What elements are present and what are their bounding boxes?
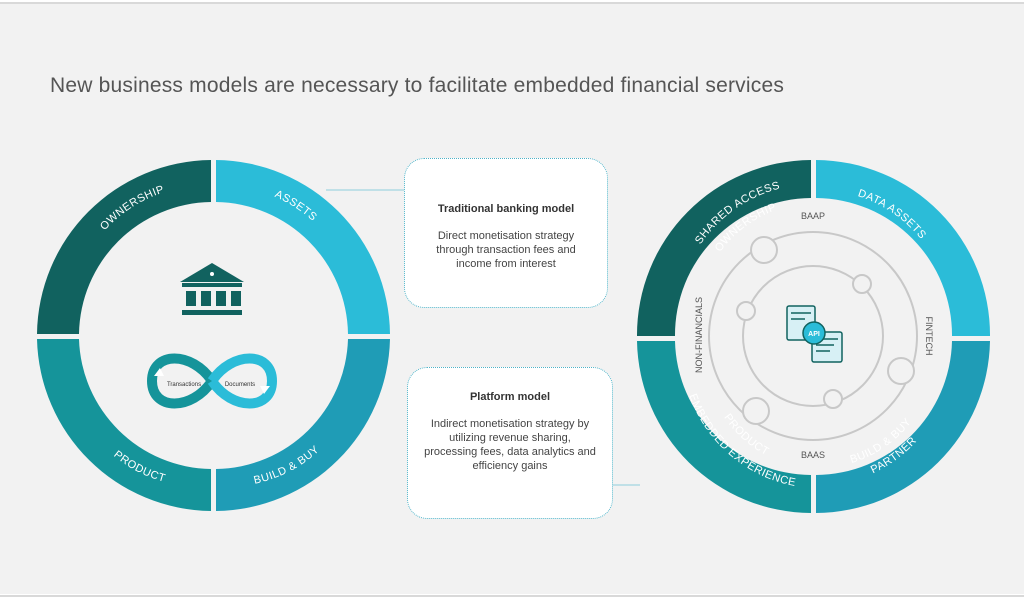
- orbit-outer: [708, 231, 918, 441]
- card-body: Direct monetisation strategy through tra…: [436, 230, 576, 270]
- right-wheel-segment-embedded-experience: [637, 341, 811, 513]
- card-title: Platform model: [469, 391, 551, 403]
- left-wheel-segment-ownership: [37, 160, 211, 334]
- left-wheel: OWNERSHIP ASSETS PRODUCT BUILD & BUY: [37, 160, 390, 511]
- card-body: Indirect monetisation strategy by utiliz…: [424, 418, 596, 472]
- orbit-inner: [742, 265, 884, 407]
- orbit-node: [823, 389, 843, 409]
- left-wheel-segment-product: [37, 339, 211, 511]
- infinity-icon: [146, 353, 278, 409]
- loop-label-documents: Documents: [225, 382, 255, 388]
- orbit-node: [887, 357, 915, 385]
- card-traditional-banking: Traditional banking model Direct monetis…: [404, 158, 608, 308]
- left-wheel-segment-assets: [216, 160, 390, 334]
- card-title: Traditional banking model: [437, 203, 575, 215]
- loop-label-transactions: Transactions: [167, 382, 201, 388]
- orbit-label-baap: BAAP: [801, 211, 825, 221]
- orbit-label-fintech: FINTECH: [924, 317, 934, 356]
- bank-icon-dot: [210, 272, 214, 276]
- orbit-label-non-financials: NON-FINANCIALS: [694, 297, 704, 373]
- bottom-frame-line: [0, 595, 1024, 597]
- bank-icon: [180, 263, 244, 315]
- api-label: API: [808, 331, 820, 338]
- orbit-node: [750, 236, 778, 264]
- right-wheel-segment-partner: [816, 341, 990, 513]
- left-wheel-segment-build-buy: [216, 339, 390, 511]
- right-wheel: SHARED ACCESS OWNERSHIP DATA ASSETS EMBE…: [636, 160, 991, 513]
- right-wheel-segment-data-assets: [816, 160, 991, 336]
- orbit-node: [742, 397, 770, 425]
- card-platform-model: Platform model Indirect monetisation str…: [407, 367, 613, 519]
- right-wheel-segment-shared-access: [636, 160, 811, 336]
- orbit-node: [736, 301, 756, 321]
- api-icon: [786, 305, 843, 363]
- top-frame-line: [0, 2, 1024, 4]
- page-title: New business models are necessary to fac…: [50, 74, 785, 97]
- orbit-label-baas: BAAS: [801, 450, 825, 460]
- orbit-node: [852, 274, 872, 294]
